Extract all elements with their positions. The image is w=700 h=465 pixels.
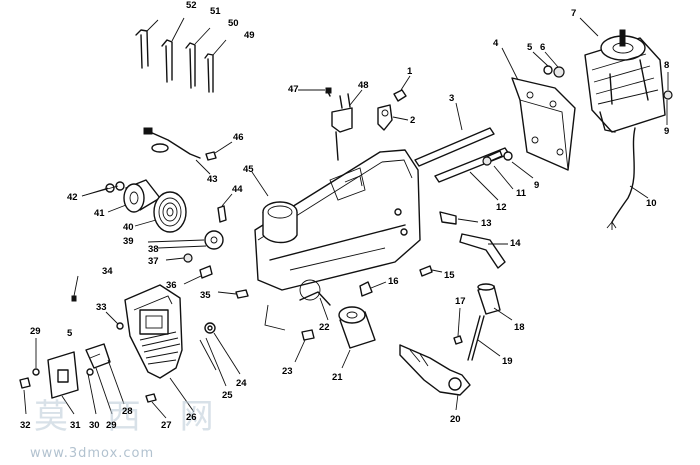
label-40: 40 bbox=[123, 222, 134, 233]
switch-box bbox=[124, 284, 195, 419]
label-51: 51 bbox=[210, 6, 221, 17]
watermark-text: 莫 西 网 bbox=[34, 397, 228, 437]
label-9b: 9 bbox=[534, 180, 539, 191]
label-4: 4 bbox=[493, 38, 499, 49]
label-30: 30 bbox=[89, 420, 100, 431]
label-34: 34 bbox=[102, 266, 113, 277]
label-29a: 29 bbox=[30, 326, 41, 337]
label-7: 7 bbox=[571, 8, 576, 19]
label-35: 35 bbox=[200, 290, 211, 301]
label-5b: 5 bbox=[67, 328, 73, 339]
motor-assembly bbox=[501, 17, 673, 230]
label-25: 25 bbox=[222, 390, 233, 401]
label-45: 45 bbox=[243, 164, 254, 175]
label-44: 44 bbox=[232, 184, 243, 195]
part-number-labels: 52 51 50 49 7 4 5 6 8 9 10 3 1 2 47 48 9… bbox=[20, 0, 669, 431]
switch-plate-parts bbox=[19, 275, 125, 415]
switch-parts bbox=[298, 75, 411, 161]
label-20: 20 bbox=[450, 414, 461, 425]
label-36: 36 bbox=[166, 280, 177, 291]
label-24: 24 bbox=[236, 378, 247, 389]
label-3: 3 bbox=[449, 93, 454, 104]
label-26: 26 bbox=[186, 412, 197, 423]
label-13: 13 bbox=[481, 218, 492, 229]
label-41: 41 bbox=[94, 208, 105, 219]
pulley-parts bbox=[299, 291, 376, 369]
label-22: 22 bbox=[319, 322, 330, 333]
label-32: 32 bbox=[20, 420, 31, 431]
label-16: 16 bbox=[388, 276, 399, 287]
label-49: 49 bbox=[244, 30, 255, 41]
spindle-parts bbox=[81, 127, 249, 299]
label-11: 11 bbox=[516, 188, 527, 199]
label-33: 33 bbox=[96, 302, 107, 313]
label-39: 39 bbox=[123, 236, 134, 247]
label-50: 50 bbox=[228, 18, 239, 29]
label-47: 47 bbox=[288, 84, 299, 95]
label-21: 21 bbox=[332, 372, 343, 383]
label-1: 1 bbox=[407, 66, 413, 77]
label-42: 42 bbox=[67, 192, 78, 203]
label-28: 28 bbox=[122, 406, 133, 417]
label-12: 12 bbox=[496, 202, 507, 213]
label-52: 52 bbox=[186, 0, 197, 11]
label-27: 27 bbox=[161, 420, 172, 431]
lever-parts bbox=[359, 211, 508, 297]
label-10: 10 bbox=[646, 198, 657, 209]
rods bbox=[414, 102, 534, 201]
watermark-url: www.3dmox.com bbox=[30, 446, 154, 461]
label-15: 15 bbox=[444, 270, 455, 281]
label-17: 17 bbox=[455, 296, 466, 307]
hex-keys bbox=[135, 17, 227, 93]
label-23: 23 bbox=[282, 366, 293, 377]
label-9a: 9 bbox=[664, 126, 669, 137]
label-29b: 29 bbox=[106, 420, 117, 431]
label-38: 38 bbox=[148, 244, 159, 255]
handle-parts bbox=[399, 283, 513, 411]
label-19: 19 bbox=[502, 356, 513, 367]
label-37: 37 bbox=[148, 256, 159, 267]
small-screws bbox=[199, 322, 315, 387]
label-14: 14 bbox=[510, 238, 521, 249]
label-2: 2 bbox=[410, 115, 415, 126]
label-8: 8 bbox=[664, 60, 669, 71]
label-31: 31 bbox=[70, 420, 81, 431]
label-48: 48 bbox=[358, 80, 369, 91]
label-43: 43 bbox=[207, 174, 218, 185]
main-housing bbox=[251, 149, 421, 331]
watermark: 莫 西 网 www.3dmox.com bbox=[30, 397, 228, 461]
label-6: 6 bbox=[540, 42, 545, 53]
label-5: 5 bbox=[527, 42, 533, 53]
label-18: 18 bbox=[514, 322, 525, 333]
label-46: 46 bbox=[233, 132, 244, 143]
